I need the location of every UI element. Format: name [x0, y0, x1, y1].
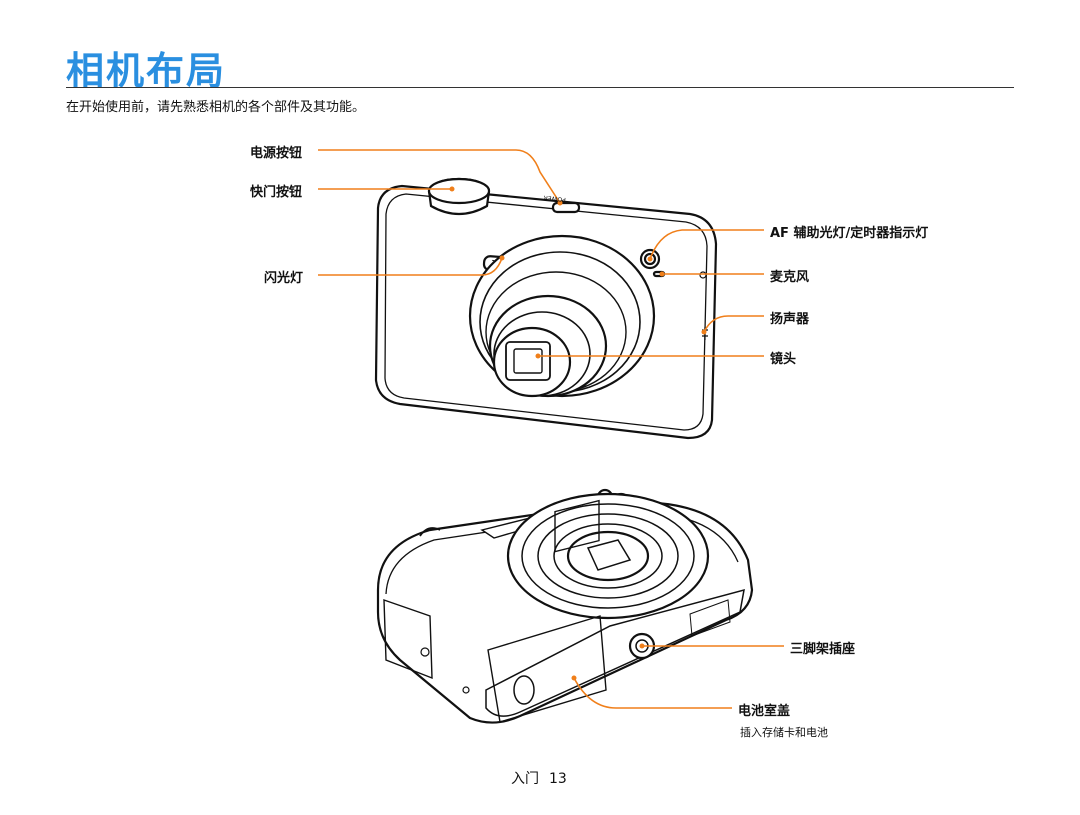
label-tripod-mount: 三脚架插座	[790, 642, 856, 657]
label-af-lamp: AF 辅助光灯/定时器指示灯	[770, 226, 929, 241]
callout-power	[318, 149, 561, 204]
label-microphone: 麦克风	[770, 270, 810, 285]
callout-af-lamp	[649, 229, 764, 260]
label-speaker: 扬声器	[770, 312, 810, 327]
callout-battery	[573, 677, 732, 709]
label-flash: 闪光灯	[264, 271, 304, 286]
label-lens: 镜头	[770, 352, 797, 367]
callout-dots	[449, 186, 707, 681]
title-divider	[66, 87, 1014, 88]
battery-cover-note: 插入存储卡和电池	[740, 726, 828, 739]
bottom-camera-drawing	[376, 488, 754, 724]
callout-speaker	[703, 315, 764, 333]
label-power-button: 电源按钮	[250, 146, 303, 161]
callout-lines	[318, 149, 784, 709]
page-footer: 入门 13	[511, 768, 577, 788]
front-camera-drawing	[374, 177, 718, 440]
page-number: 13	[549, 771, 567, 787]
intro-text: 在开始使用前，请先熟悉相机的各个部件及其功能。	[66, 100, 366, 115]
shutter-button-shape	[427, 177, 491, 205]
page-title: 相机布局	[66, 49, 227, 93]
callout-flash	[318, 257, 503, 276]
label-shutter-button: 快门按钮	[250, 185, 303, 200]
power-marking: POWER	[543, 194, 566, 203]
label-battery-cover: 电池室盖	[738, 704, 791, 719]
section-name: 入门	[511, 771, 539, 787]
power-button-shape	[551, 201, 581, 214]
